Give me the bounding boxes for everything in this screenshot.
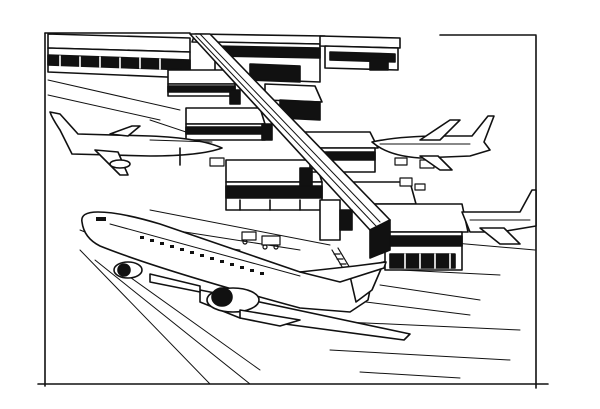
tarmac-lines: [47, 79, 536, 385]
terminal-building-top: [191, 33, 401, 83]
central-pier-walkway: [189, 33, 391, 259]
parked-airplane-left: [49, 111, 223, 176]
terminal-building-left: [47, 33, 191, 79]
gate-building-left-1: [167, 69, 236, 97]
parked-airplane-right-lower: [461, 189, 537, 245]
airplane-windows: [96, 217, 264, 275]
gate-building-right-2: [299, 131, 379, 173]
parked-airplane-right-top: [371, 115, 495, 171]
gate-building-left-3: [225, 159, 323, 211]
departing-airplane: [81, 211, 411, 341]
gate-building-left-2: [185, 107, 266, 141]
